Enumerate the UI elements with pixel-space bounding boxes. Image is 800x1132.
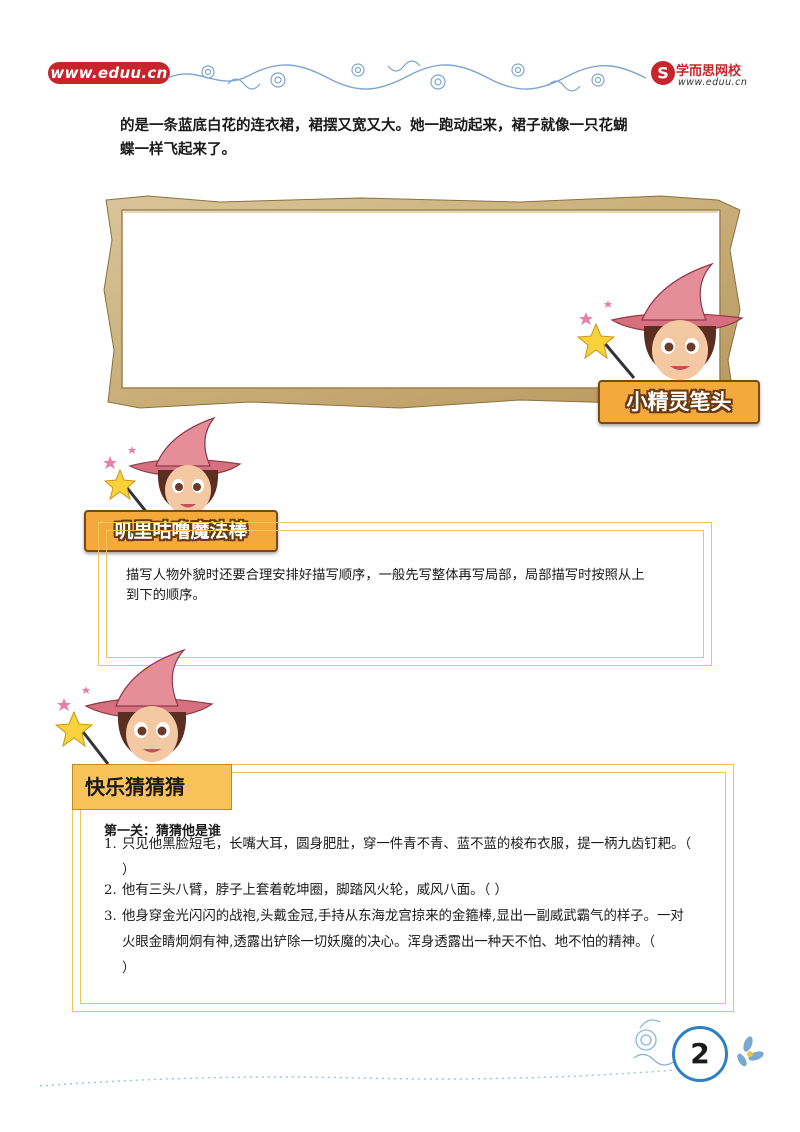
question-3: 3. 他身穿金光闪闪的战袍,头戴金冠,手持从东海龙宫掠来的金箍棒,显出一副威武霸气… bbox=[104, 904, 704, 982]
question-1: 1. 只见他黑脸短毛，长嘴大耳，圆身肥肚，穿一件青不青、蓝不蓝的梭布衣服，提一柄九… bbox=[104, 832, 704, 884]
footer-dotted-line bbox=[40, 1069, 677, 1087]
tip-line: 到下的顺序。 bbox=[126, 588, 206, 603]
star-wand-icon bbox=[54, 686, 110, 765]
question-2: 2. 他有三头八臂，脖子上套着乾坤圈，脚踏风火轮，威风八面。（ ） bbox=[104, 878, 704, 904]
intro-line: 的是一条蓝底白花的连衣裙，裙摆又宽又大。她一跑动起来，裙子就像一只花蝴 bbox=[120, 118, 628, 134]
tip-text: 描写人物外貌时还要合理安排好描写顺序，一般先写整体再写局部，局部描写时按照从上 … bbox=[126, 566, 682, 606]
svg-text:S: S bbox=[657, 64, 669, 83]
url-badge: www.eduu.cn bbox=[48, 62, 170, 84]
tip-box-inner bbox=[106, 530, 704, 658]
star-wand-icon bbox=[576, 300, 636, 379]
intro-paragraph: 的是一条蓝底白花的连衣裙，裙摆又宽又大。她一跑动起来，裙子就像一只花蝴 蝶一样飞… bbox=[120, 114, 700, 162]
question-answer-blank[interactable]: ） bbox=[122, 863, 136, 878]
swirl-ornament-icon bbox=[168, 60, 647, 92]
quiz-box-outer bbox=[72, 764, 734, 1012]
section-label-guess: 快乐猜猜猜 bbox=[72, 764, 232, 810]
brand-url: www.eduu.cn bbox=[678, 77, 748, 88]
question-number: 3. bbox=[104, 909, 117, 924]
flower-icon bbox=[633, 1019, 764, 1067]
tip-box-outer bbox=[98, 522, 712, 666]
witch-icon bbox=[576, 262, 744, 380]
section-label-wand: 叽里咕噜魔法棒 bbox=[84, 510, 278, 552]
quiz-box-inner bbox=[80, 772, 726, 1004]
intro-line: 蝶一样飞起来了。 bbox=[120, 142, 236, 158]
question-answer-blank[interactable]: ） bbox=[122, 961, 136, 976]
page-number: 2 bbox=[672, 1026, 728, 1082]
question-text-continued: 火眼金睛炯炯有神,透露出铲除一切妖魔的决心。浑身透露出一种天不怕、地不怕的精神。… bbox=[122, 935, 656, 950]
level-title: 第一关：猜猜他是谁 bbox=[104, 824, 222, 839]
witch-icon bbox=[103, 416, 242, 515]
brand-name: 学而思网校 bbox=[676, 64, 742, 79]
question-number: 1. bbox=[104, 837, 117, 852]
question-text[interactable]: 他有三头八臂，脖子上套着乾坤圈，脚踏风火轮，威风八面。（ ） bbox=[122, 883, 508, 898]
section-label-pen: 小精灵笔头 bbox=[598, 380, 760, 424]
question-text: 他身穿金光闪闪的战袍,头戴金冠,手持从东海龙宫掠来的金箍棒,显出一副威武霸气的样… bbox=[122, 909, 684, 924]
brand-logo-icon: S bbox=[651, 61, 675, 85]
star-wand-icon bbox=[103, 446, 150, 515]
question-number: 2. bbox=[104, 883, 117, 898]
parchment-frame bbox=[103, 195, 741, 409]
tip-line: 描写人物外貌时还要合理安排好描写顺序，一般先写整体再写局部，局部描写时按照从上 bbox=[126, 568, 645, 583]
witch-icon bbox=[54, 648, 214, 765]
question-text: 只见他黑脸短毛，长嘴大耳，圆身肥肚，穿一件青不青、蓝不蓝的梭布衣服，提一柄九齿钉… bbox=[122, 837, 692, 852]
